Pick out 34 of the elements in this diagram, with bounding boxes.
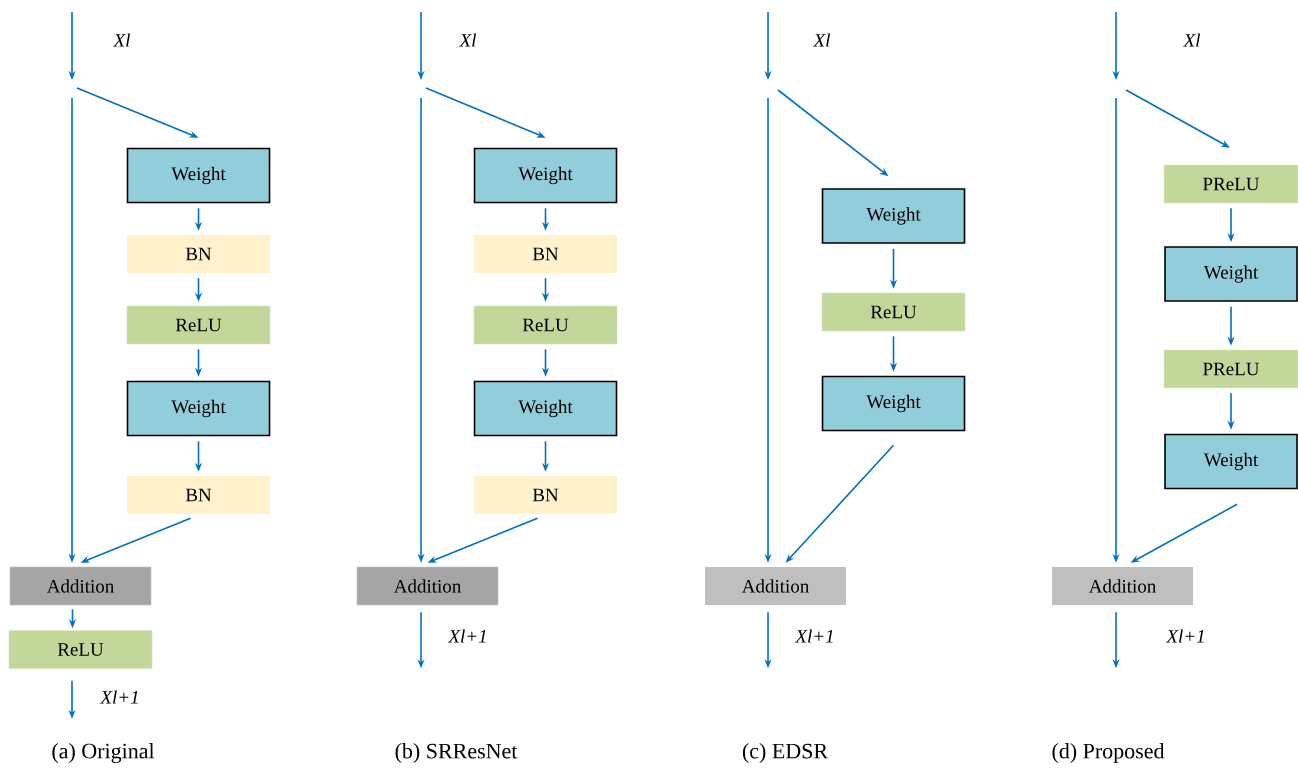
- edge-label: Xl+1: [1165, 629, 1204, 643]
- layer-box: BN: [127, 235, 270, 273]
- layer-box: Addition: [9, 566, 152, 606]
- edge-label: Xl: [1182, 33, 1201, 47]
- layer-box: Weight: [126, 380, 271, 437]
- edge-label: Xl+1: [99, 690, 138, 704]
- subfigure-caption: (c) EDSR: [742, 743, 829, 763]
- subfigure-caption: (d) Proposed: [1052, 743, 1165, 763]
- layer-box: Weight: [1164, 433, 1298, 490]
- layer-box: ReLU: [8, 630, 153, 669]
- layer-box: ReLU: [126, 305, 271, 345]
- layer-box: BN: [474, 235, 617, 273]
- subfigure-caption: (b) SRResNet: [395, 743, 518, 763]
- layer-box: BN: [474, 476, 617, 514]
- layer-box: Weight: [821, 188, 966, 244]
- edge-label: Xl: [458, 33, 477, 47]
- layer-box: ReLU: [473, 305, 618, 345]
- edge-label: Xl: [112, 33, 131, 47]
- layer-box: Weight: [473, 380, 618, 437]
- edge-label: Xl: [812, 33, 831, 47]
- layer-box: Addition: [705, 567, 846, 605]
- subfigure-caption: (a) Original: [52, 743, 155, 763]
- layer-box: PReLU: [1163, 164, 1298, 204]
- layer-box: Weight: [821, 375, 966, 432]
- layer-box: BN: [127, 476, 270, 514]
- layer-box: Addition: [356, 566, 499, 606]
- edge-label: Xl+1: [447, 629, 486, 643]
- layer-box: Weight: [473, 147, 618, 204]
- layer-box: Weight: [126, 147, 271, 204]
- layer-box: ReLU: [821, 292, 966, 332]
- edge-label: Xl+1: [794, 629, 833, 643]
- layer-box: Weight: [1164, 246, 1298, 302]
- layer-box: PReLU: [1163, 349, 1298, 389]
- layer-box: Addition: [1052, 567, 1193, 605]
